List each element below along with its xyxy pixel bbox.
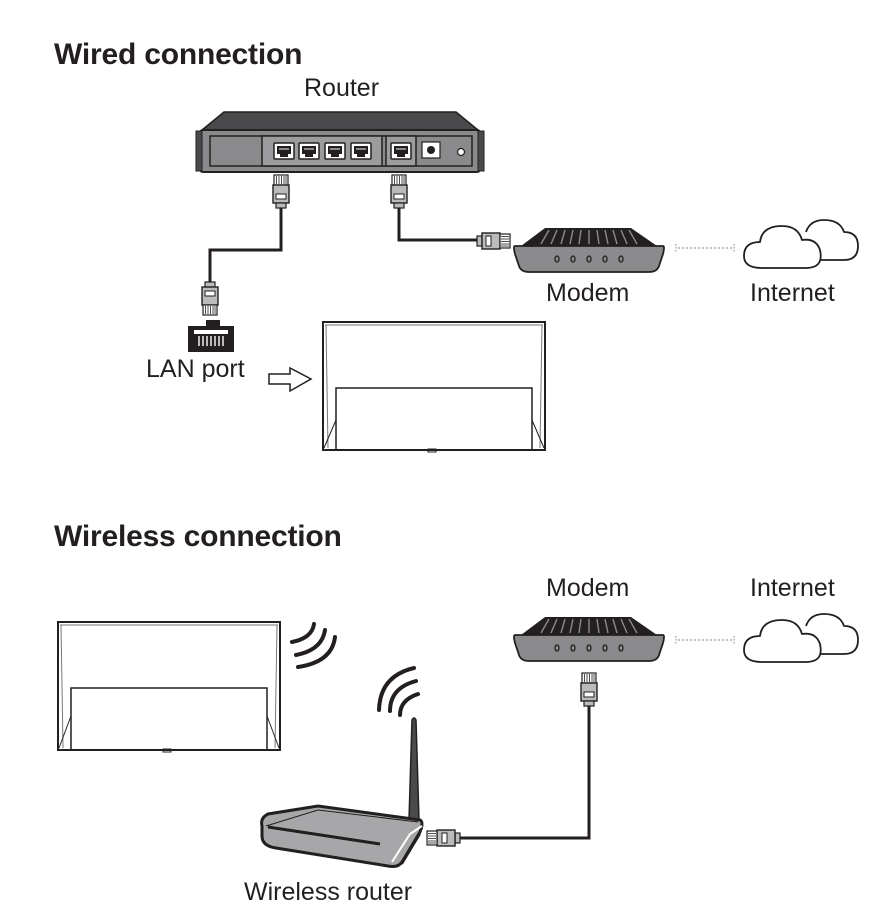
dotted-link-wired xyxy=(675,243,735,253)
internet-cloud-icon-wired xyxy=(743,219,859,269)
internet-cloud-icon-wireless xyxy=(743,613,859,663)
modem-label-wireless: Modem xyxy=(546,574,630,602)
dotted-link-wireless xyxy=(675,635,735,645)
router-label: Router xyxy=(304,74,380,102)
wireless-router-label: Wireless router xyxy=(244,878,413,906)
arrow-right-icon xyxy=(268,366,313,393)
lan-port-label: LAN port xyxy=(146,355,245,383)
ethernet-cable-router-to-modem-wireless xyxy=(426,672,598,847)
internet-label-wireless: Internet xyxy=(750,574,835,602)
modem-wireless xyxy=(513,616,665,662)
wifi-signal-icon-router xyxy=(377,666,420,717)
modem-wired xyxy=(513,227,665,273)
wired-connection-heading: Wired connection xyxy=(54,38,303,71)
wan-port xyxy=(390,142,412,160)
power-button-icon xyxy=(456,147,466,157)
wireless-connection-heading: Wireless connection xyxy=(54,520,342,553)
ethernet-cable-router-to-tv xyxy=(201,174,290,316)
lan-port-icon xyxy=(188,320,234,352)
tv-wired xyxy=(322,321,546,453)
wireless-router xyxy=(260,717,424,868)
ethernet-cable-router-to-modem xyxy=(390,174,511,250)
wifi-signal-icon-tv xyxy=(290,622,337,669)
power-jack-icon xyxy=(427,146,435,154)
internet-label-wired: Internet xyxy=(750,279,835,307)
modem-label-wired: Modem xyxy=(546,279,630,307)
router xyxy=(195,111,485,173)
tv-wireless xyxy=(57,621,281,753)
